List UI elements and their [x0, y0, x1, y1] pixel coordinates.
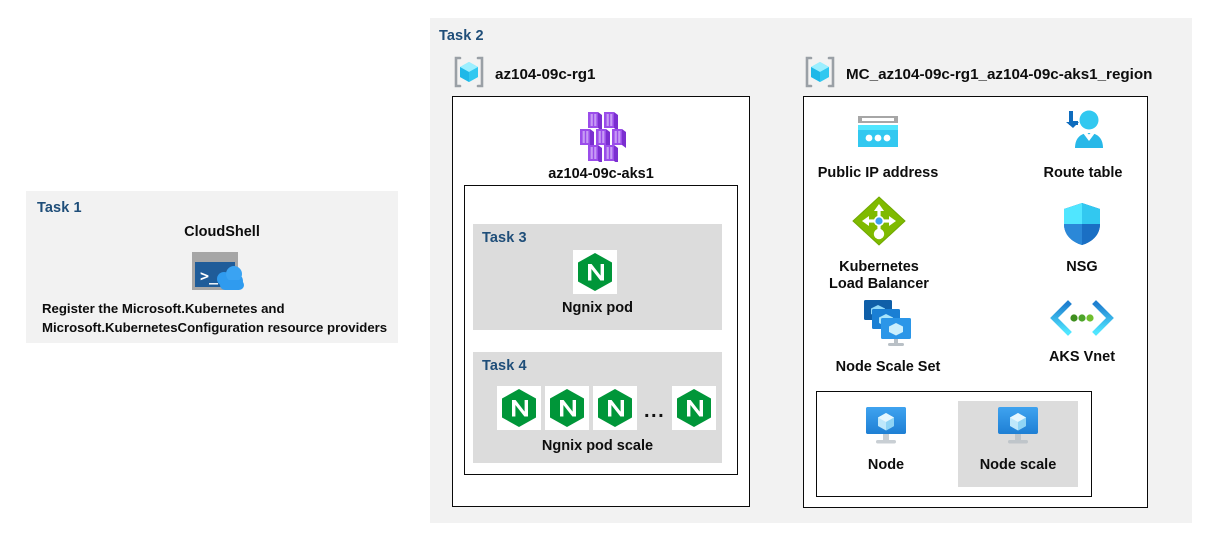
resource-group-2-header: MC_az104-09c-rg1_az104-09c-aks1_region	[803, 55, 1152, 94]
resource-public-ip: Public IP address	[813, 110, 943, 182]
node-icon	[861, 404, 911, 451]
cloudshell-icon: >_	[190, 250, 254, 299]
route-table-icon	[1052, 108, 1114, 159]
aks-cluster-icon	[566, 108, 636, 167]
resource-route-table-label: Route table	[1043, 165, 1123, 181]
resource-node-scale-set: Node Scale Set	[813, 296, 963, 376]
resource-nsg-label: NSG	[1066, 259, 1098, 275]
task1-description-line1: Register the Microsoft.Kubernetes and	[42, 301, 285, 316]
task1-description-line2: Microsoft.KubernetesConfiguration resour…	[42, 320, 388, 335]
task3-label: Task 3	[482, 230, 527, 246]
vnet-icon	[1046, 298, 1118, 343]
task3-pod-label: Ngnix pod	[562, 300, 633, 316]
node-icon	[993, 404, 1043, 451]
resource-group-1-name: az104-09c-rg1	[495, 66, 596, 83]
resource-route-table: Route table	[1020, 108, 1146, 182]
aks-cluster-name: az104-09c-aks1	[548, 166, 654, 182]
task4-scale-label: Ngnix pod scale	[541, 438, 654, 454]
pods-ellipsis: ...	[644, 399, 666, 422]
task4-label: Task 4	[482, 358, 527, 374]
nginx-icon	[497, 386, 541, 435]
public-ip-icon	[850, 110, 906, 159]
task2-label: Task 2	[439, 28, 484, 44]
nginx-icon	[672, 386, 717, 435]
load-balancer-icon	[850, 194, 908, 253]
cloudshell-title: CloudShell	[184, 224, 260, 240]
resource-public-ip-label: Public IP address	[817, 165, 939, 181]
task1-label: Task 1	[37, 200, 82, 216]
resource-load-balancer-label-line1: Kubernetes	[839, 259, 919, 275]
nsg-shield-icon	[1059, 200, 1105, 253]
resource-vnet-label: AKS Vnet	[1048, 349, 1116, 365]
nginx-icon	[573, 250, 617, 299]
nginx-icon	[593, 386, 637, 435]
node-item: Node	[840, 404, 932, 474]
node-scale-set-icon	[856, 296, 920, 353]
node-scale-item-label: Node scale	[979, 457, 1057, 473]
node-item-label: Node	[867, 457, 905, 473]
nginx-icon	[545, 386, 589, 435]
resource-load-balancer: Kubernetes Load Balancer	[813, 194, 945, 293]
node-scale-item: Node scale	[972, 404, 1064, 474]
svg-text:>_: >_	[200, 267, 219, 285]
resource-group-2-name: MC_az104-09c-rg1_az104-09c-aks1_region	[846, 66, 1153, 83]
resource-group-icon	[452, 55, 486, 94]
resource-nsg: NSG	[1022, 200, 1142, 276]
resource-load-balancer-label-line2: Load Balancer	[829, 275, 929, 292]
resource-node-scale-set-label: Node Scale Set	[835, 359, 941, 375]
resource-vnet: AKS Vnet	[1022, 298, 1142, 366]
nginx-pod-scale-group: ...	[497, 386, 717, 435]
resource-group-icon	[803, 55, 837, 94]
resource-group-1-header: az104-09c-rg1	[452, 55, 595, 94]
